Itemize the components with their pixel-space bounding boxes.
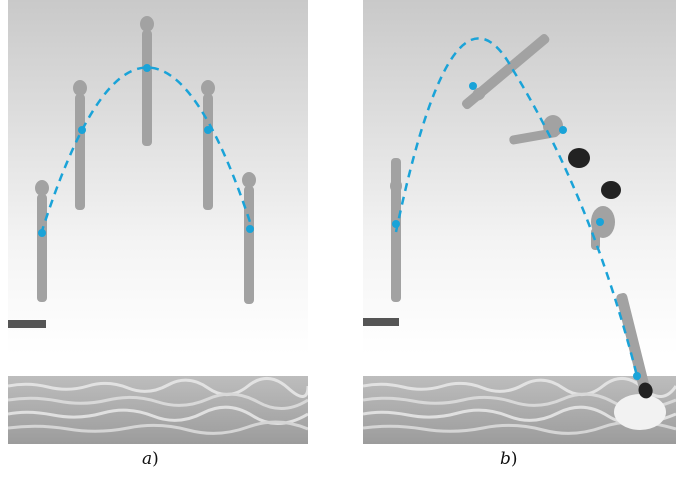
trajectory-point <box>38 229 46 237</box>
trajectory-point <box>633 372 641 380</box>
diving-board <box>363 318 399 326</box>
diver-figure <box>73 80 87 210</box>
diver-figure <box>616 293 653 399</box>
caption-letter: b <box>500 449 511 469</box>
trajectory-point <box>143 64 151 72</box>
water-surface <box>8 376 308 444</box>
trajectory-point <box>78 126 86 134</box>
trajectory-points <box>392 82 641 380</box>
caption-paren: ) <box>152 449 159 469</box>
trajectory-points <box>38 64 254 237</box>
caption-letter: a <box>142 449 153 469</box>
trajectory-point <box>392 220 400 228</box>
diver-figure <box>201 80 215 210</box>
trajectory-curve <box>39 66 254 235</box>
diver-figure <box>461 34 550 110</box>
trajectory-point <box>246 225 254 233</box>
trajectory-point <box>559 126 567 134</box>
diving-board <box>8 320 46 328</box>
caption-paren: ) <box>510 449 518 469</box>
splash <box>614 394 666 430</box>
diver-figure <box>140 16 154 146</box>
water-surface <box>363 376 676 444</box>
diver-figure <box>35 180 49 302</box>
caption-b: b) <box>500 449 518 469</box>
diver-figure <box>242 172 256 304</box>
sky-background <box>8 0 308 444</box>
trajectory-point <box>204 126 212 134</box>
photo-panel-b <box>363 0 676 444</box>
sky-background <box>363 0 676 444</box>
trajectory-curve <box>394 37 640 381</box>
photo-panel-a <box>8 0 308 444</box>
trajectory-point <box>596 218 604 226</box>
trajectory-point <box>469 82 477 90</box>
caption-a: a) <box>142 449 159 469</box>
